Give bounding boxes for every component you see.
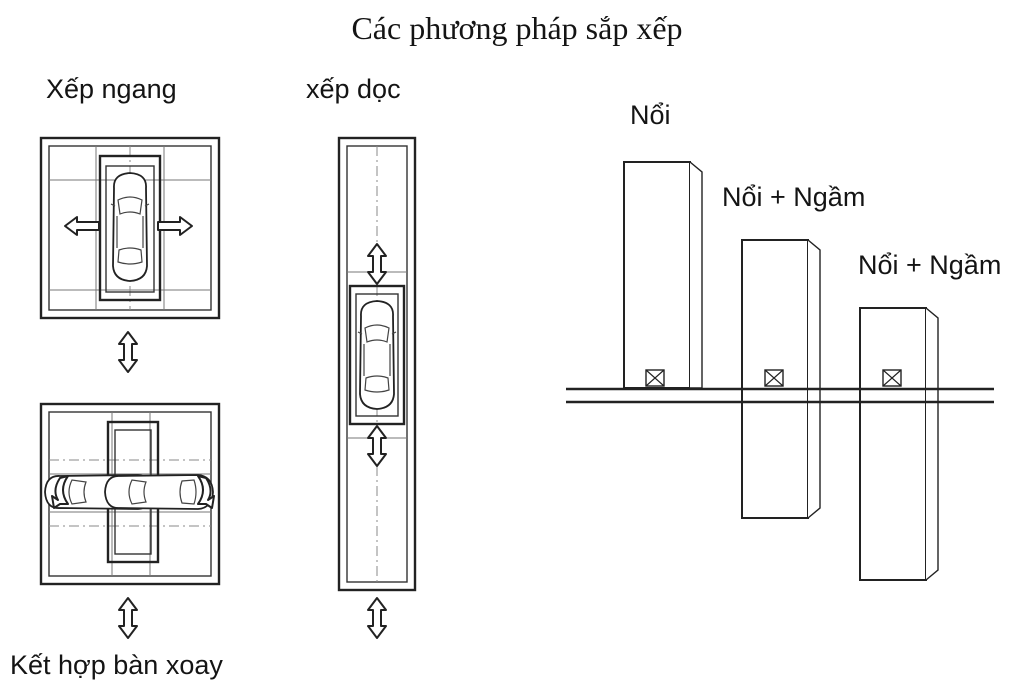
building-above-ground	[623, 161, 703, 389]
car-icon	[357, 300, 397, 410]
horizontal-label: Xếp ngang	[46, 74, 177, 104]
turntable-layout-block	[39, 402, 221, 586]
building-above-below-2	[859, 307, 939, 581]
elevator-icon	[882, 369, 902, 387]
arrow-up-down-icon	[118, 331, 138, 373]
arrow-left-icon	[64, 216, 100, 236]
arrow-up-down-icon	[367, 243, 387, 285]
ground-line	[566, 387, 994, 404]
elevator-icon	[764, 369, 784, 387]
elevator-icon	[645, 369, 665, 387]
vertical-layout-block	[337, 136, 417, 592]
arrow-up-down-icon	[367, 425, 387, 467]
above-below-label-2: Nổi + Ngầm	[858, 250, 1002, 280]
car-icon	[110, 172, 150, 282]
turntable-label: Kết hợp bàn xoay	[10, 650, 223, 680]
above-ground-label: Nổi	[630, 100, 671, 130]
arrow-up-down-icon	[118, 597, 138, 639]
car-icon	[104, 474, 214, 510]
horizontal-layout-block	[39, 136, 221, 320]
arrow-right-icon	[157, 216, 193, 236]
above-below-label-1: Nổi + Ngầm	[722, 182, 866, 212]
vertical-label: xếp dọc	[306, 74, 401, 104]
diagram-title: Các phương pháp sắp xếp	[351, 10, 683, 46]
arrow-up-down-icon	[367, 597, 387, 639]
building-above-below-1	[741, 239, 821, 519]
